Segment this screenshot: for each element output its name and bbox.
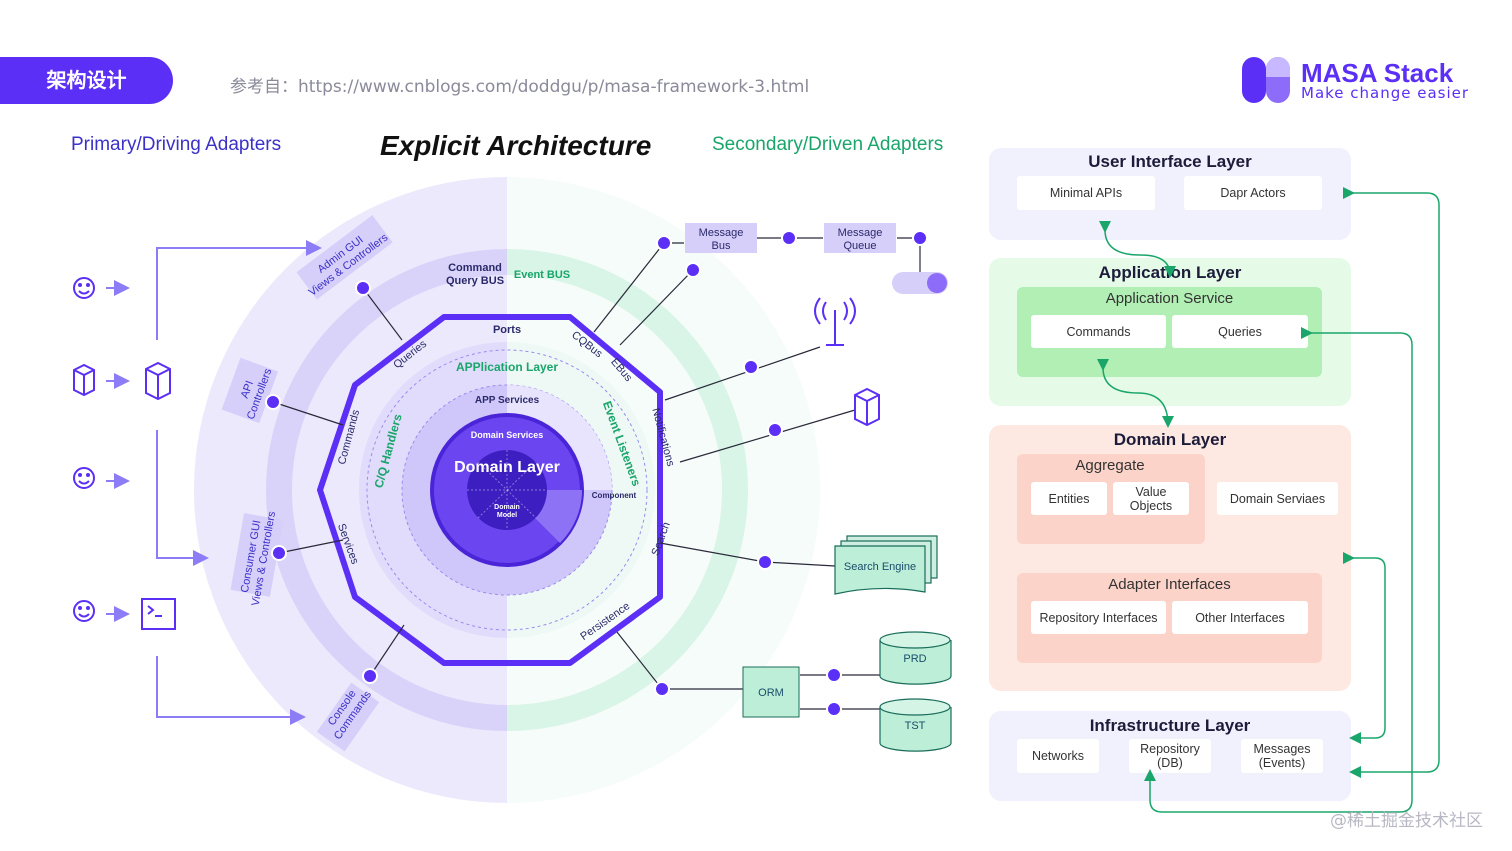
prd-label: PRD — [903, 653, 926, 665]
section-tag: 架构设计 — [0, 57, 173, 104]
consumer-gui-label: Consumer GUIViews & Controllers — [237, 508, 278, 607]
app-services-label: APP Services — [475, 395, 540, 406]
explicit-architecture-diagram: Admin GUIViews & Controllers APIControll… — [73, 177, 952, 803]
layer-connectors — [1096, 187, 1440, 813]
watermark: @稀土掘金技术社区 — [1330, 811, 1483, 831]
ports-label: Ports — [493, 324, 521, 336]
event-bus-label: Event BUS — [514, 269, 570, 281]
entities-box: Entities — [1031, 482, 1107, 515]
reference-link[interactable]: 参考自：https://www.cnblogs.com/doddgu/p/mas… — [230, 77, 810, 97]
networks-box: Networks — [1017, 739, 1099, 773]
ui-layer-title: User Interface Layer — [1088, 152, 1252, 171]
secondary-adapters-heading: Secondary/Driven Adapters — [712, 134, 944, 155]
component-label: Component — [592, 491, 637, 500]
diagram-title: Explicit Architecture — [380, 130, 652, 161]
domain-services-label: Domain Services — [471, 430, 544, 440]
database-icon — [879, 631, 952, 752]
antenna-icon — [814, 297, 856, 346]
tst-label: TST — [905, 720, 926, 732]
logo-subtitle: Make change easier — [1301, 84, 1470, 102]
user-smiley-icon — [73, 600, 95, 622]
application-layer-label: APPlication Layer — [456, 360, 558, 374]
orm-label: ORM — [758, 687, 784, 699]
repository-interfaces-box: Repository Interfaces — [1031, 601, 1166, 634]
aggregate-title: Aggregate — [1075, 457, 1145, 474]
minimal-apis-box: Minimal APIs — [1017, 176, 1155, 210]
commands-box: Commands — [1031, 315, 1166, 348]
device-cube-icon — [145, 361, 171, 401]
domain-layer-label: Domain Layer — [454, 459, 560, 476]
user-smiley-icon — [73, 277, 95, 299]
search-engine-icon — [834, 535, 938, 595]
device-cube-icon — [73, 363, 95, 397]
toggle-switch-icon — [892, 272, 948, 294]
application-service-title: Application Service — [1105, 290, 1234, 307]
user-smiley-icon — [73, 467, 95, 489]
dapr-actors-box: Dapr Actors — [1184, 176, 1322, 210]
masa-logo-icon — [1242, 57, 1290, 103]
search-engine-label: Search Engine — [844, 561, 916, 573]
device-cube-icon — [854, 387, 880, 427]
logo-title: MASA Stack — [1301, 58, 1454, 88]
primary-adapters-heading: Primary/Driving Adapters — [71, 134, 282, 155]
terminal-icon — [141, 598, 176, 630]
